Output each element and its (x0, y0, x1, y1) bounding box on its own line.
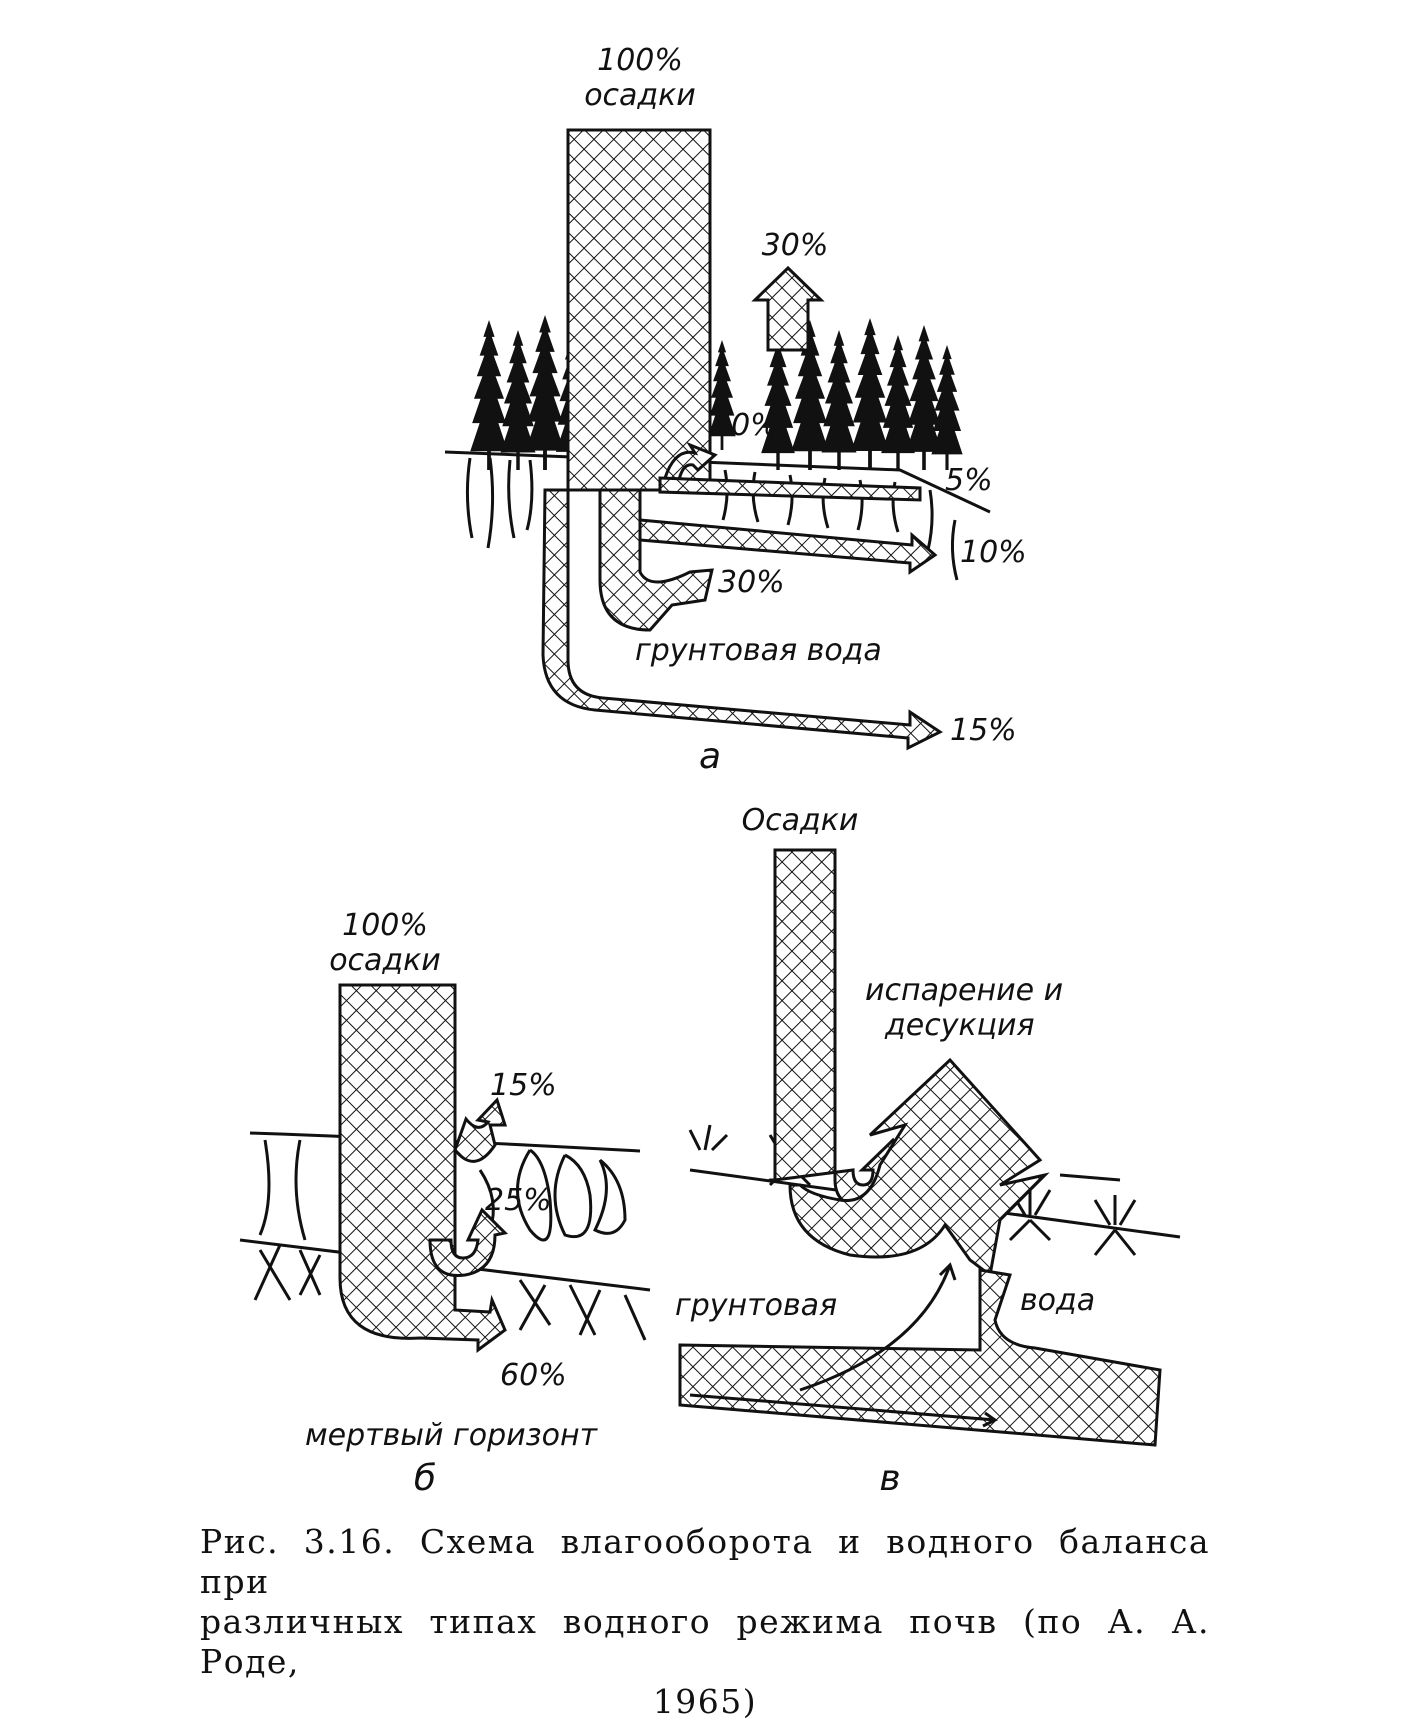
soil-aggregates-b (258, 1139, 627, 1242)
curl-arrow-b (428, 1207, 509, 1278)
panel-a: 100% осадки 30% 10% 5% 10% 30% грунтовая… (444, 43, 1027, 777)
label-b-top: осадки (329, 943, 441, 978)
label-a-top-pct: 100% (597, 43, 683, 78)
water-balance-figure: 100% осадки 30% 10% 5% 10% 30% грунтовая… (239, 43, 1181, 1499)
groundwater-arrow-a (541, 488, 943, 751)
panel-b-letter: б (414, 1458, 436, 1499)
precipitation-column-a (566, 128, 712, 492)
transpiration-arrow-a (598, 488, 714, 632)
label-v-top: Осадки (742, 803, 859, 838)
caption-line-2: различных типах водного режима почв (по … (200, 1602, 1210, 1681)
label-v-groundwater-right: вода (1020, 1283, 1095, 1318)
label-a-groundwater-pct: 15% (950, 713, 1017, 748)
label-a-groundwater: грунтовая вода (635, 633, 882, 668)
precipitation-column-b (338, 983, 507, 1353)
groundwater-body-v (678, 1268, 1162, 1447)
label-a-interception-pct: 10% (712, 408, 779, 443)
caption-line-3: 1965) (652, 1682, 758, 1721)
label-b-top-pct: 100% (342, 908, 428, 943)
label-a-transpiration-pct: 30% (718, 565, 785, 600)
panel-v-letter: в (879, 1458, 900, 1499)
panel-a-letter: а (699, 736, 721, 777)
label-a-top: осадки (584, 78, 696, 113)
label-b-horizon: мертвый горизонт (305, 1418, 599, 1453)
label-a-surface-runoff-pct: 5% (945, 463, 993, 498)
caption-line-1: Рис. 3.16. Схема влагооборота и водного … (200, 1522, 1210, 1601)
label-b-mid-pct: 25% (485, 1183, 552, 1218)
evaporation-arrow-b (453, 1097, 508, 1163)
evaporation-desuction-arrow-v (788, 1057, 1050, 1278)
roots-b (253, 1244, 647, 1341)
label-v-groundwater-left: грунтовая (675, 1288, 837, 1323)
label-a-evap-pct: 30% (762, 228, 829, 263)
label-v-evap-line2: десукция (884, 1008, 1035, 1043)
surface-runoff-arrow-a (658, 476, 922, 502)
label-v-evap-line1: испарение и (865, 973, 1063, 1008)
panel-b: 100% осадки 15% 25% 60% мертвый горизонт… (239, 908, 651, 1499)
forest-trees (470, 312, 963, 470)
label-b-bottom-pct: 60% (500, 1358, 567, 1393)
interception-arrow-a (663, 441, 718, 482)
flow-lines-v (689, 1262, 998, 1428)
figure-caption: Рис. 3.16. Схема влагооборота и водного … (200, 1522, 1210, 1722)
label-a-soil-runoff-pct: 10% (960, 535, 1027, 570)
soil-runoff-arrow-a (638, 518, 938, 575)
panel-v: Осадки испарение и десукция грунтовая во… (675, 803, 1181, 1499)
label-b-evap-pct: 15% (490, 1068, 557, 1103)
evaporation-arrow-a (751, 265, 825, 352)
